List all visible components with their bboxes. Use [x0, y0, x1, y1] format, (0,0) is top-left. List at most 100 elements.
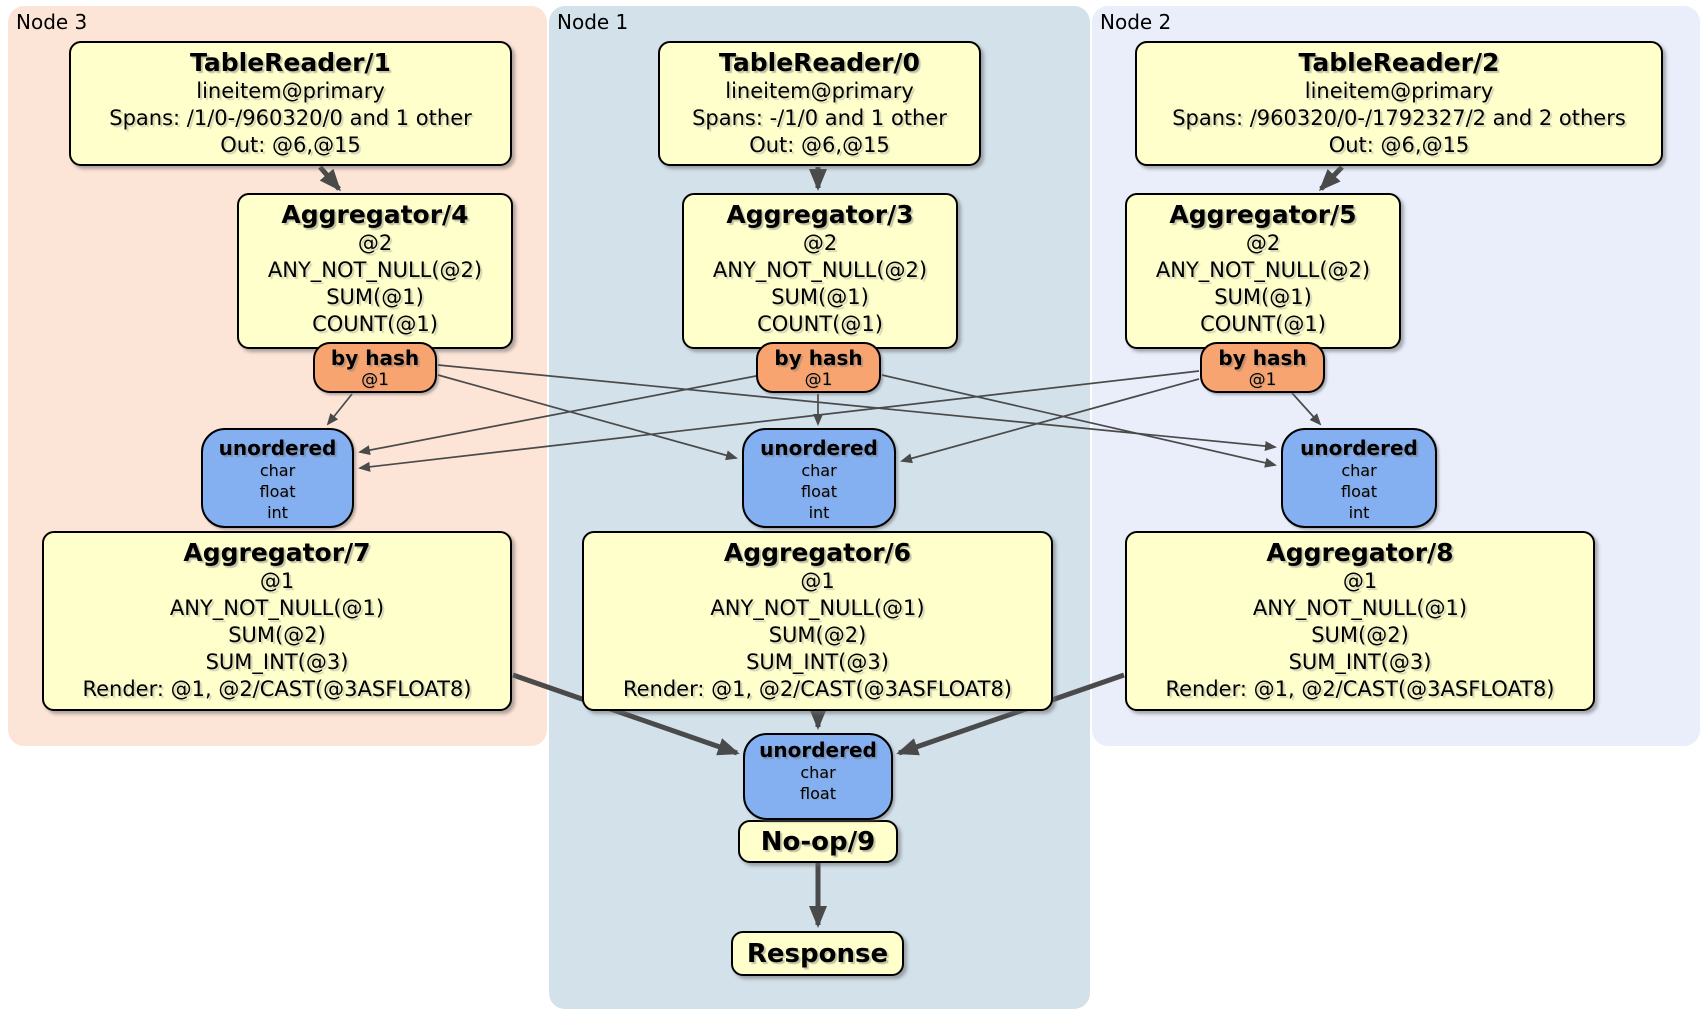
- router-by-hash-node2: by hash @1: [1200, 342, 1325, 393]
- processor-title: TableReader/0: [719, 48, 920, 77]
- text-line: char: [1341, 461, 1377, 480]
- text-line: ANY_NOT_NULL(@2): [267, 258, 483, 282]
- sync-label: unordered: [759, 738, 877, 762]
- text-line: lineitem@primary: [725, 79, 914, 103]
- text-line: COUNT(@1): [1200, 312, 1326, 336]
- edge-hashC-syncR: [881, 374, 1277, 468]
- edge-hashR-syncR: [1291, 392, 1322, 426]
- processor-title: Aggregator/4: [281, 200, 469, 229]
- text-line: Spans: /960320/0-/1792327/2 and 2 others: [1172, 106, 1626, 130]
- text-line: ANY_NOT_NULL(@1): [169, 596, 385, 620]
- text-line: @1: [259, 569, 295, 593]
- text-line: char: [801, 461, 837, 480]
- processor-title: Aggregator/3: [726, 200, 914, 229]
- processor-title: No-op/9: [760, 826, 876, 857]
- router-label: by hash: [1218, 346, 1307, 370]
- text-line: Render: @1, @2/CAST(@3ASFLOAT8): [1165, 677, 1555, 701]
- text-line: SUM_INT(@3): [746, 650, 889, 674]
- text-line: @1: [800, 569, 835, 593]
- sync-types: char float: [745, 762, 891, 804]
- text-line: ANY_NOT_NULL(@2): [712, 258, 928, 282]
- processor-title: TableReader/2: [1298, 48, 1500, 77]
- text-line: int: [1348, 503, 1370, 522]
- router-by-hash-node1: by hash @1: [756, 342, 881, 393]
- router-by-hash-node3: by hash @1: [313, 342, 437, 393]
- router-key: @1: [1248, 370, 1277, 390]
- sync-unordered-final: unordered char float: [743, 733, 893, 820]
- text-line: Out: @6,@15: [749, 133, 890, 157]
- response-box: Response: [731, 931, 904, 976]
- edge-tablereader2-aggregator5: [1318, 165, 1344, 192]
- processor-title: Aggregator/5: [1169, 200, 1357, 229]
- edge-hashR-syncC: [900, 378, 1200, 464]
- edge-aggregator7-unordered-final: [512, 672, 740, 756]
- text-line: lineitem@primary: [196, 79, 385, 103]
- text-line: SUM_INT(@3): [205, 650, 349, 674]
- processor-title: TableReader/1: [190, 48, 391, 77]
- text-line: ANY_NOT_NULL(@2): [1155, 258, 1371, 282]
- text-line: Out: @6,@15: [220, 133, 361, 157]
- panel-label-node3: Node 3: [16, 10, 88, 34]
- text-line: Render: @1, @2/CAST(@3ASFLOAT8): [622, 677, 1013, 701]
- text-line: float: [259, 482, 296, 501]
- text-line: SUM(@2): [228, 623, 326, 647]
- text-line: SUM(@1): [771, 285, 869, 309]
- text-line: SUM(@2): [768, 623, 867, 647]
- sync-label: unordered: [218, 436, 337, 460]
- text-line: Out: @6,@15: [1328, 133, 1470, 157]
- text-line: @2: [357, 231, 393, 255]
- text-line: char: [800, 763, 836, 782]
- text-line: float: [800, 784, 836, 803]
- panel-label-node2: Node 2: [1100, 10, 1172, 34]
- sync-label: unordered: [1300, 436, 1418, 460]
- text-line: Spans: -/1/0 and 1 other: [692, 106, 947, 130]
- processor-title: Aggregator/8: [1266, 538, 1454, 567]
- router-key: @1: [361, 370, 389, 390]
- edge-hashR-syncL: [358, 370, 1200, 472]
- text-line: int: [267, 503, 288, 522]
- router-key: @1: [804, 370, 833, 390]
- router-label: by hash: [330, 346, 420, 370]
- edge-tablereader1-aggregator4: [318, 165, 341, 192]
- text-line: SUM_INT(@3): [1288, 650, 1432, 674]
- edge-aggregator8-unordered-final: [896, 672, 1125, 756]
- text-line: SUM(@1): [326, 285, 424, 309]
- text-line: Spans: /1/0-/960320/0 and 1 other: [109, 106, 472, 130]
- edge-hashC-syncL: [358, 375, 757, 456]
- processor-noop-9: No-op/9: [738, 820, 898, 863]
- text-line: ANY_NOT_NULL(@1): [710, 596, 925, 620]
- text-line: COUNT(@1): [312, 312, 438, 336]
- text-line: @2: [802, 231, 838, 255]
- text-line: SUM(@1): [1214, 285, 1312, 309]
- processor-title: Aggregator/7: [183, 538, 371, 567]
- text-line: float: [801, 482, 837, 501]
- panel-label-node1: Node 1: [557, 10, 629, 34]
- text-line: @1: [1342, 569, 1378, 593]
- text-line: COUNT(@1): [757, 312, 883, 336]
- router-label: by hash: [774, 346, 863, 370]
- text-line: SUM(@2): [1311, 623, 1409, 647]
- sync-label: unordered: [760, 436, 878, 460]
- text-line: ANY_NOT_NULL(@1): [1252, 596, 1468, 620]
- edge-hashL-syncL: [326, 393, 353, 426]
